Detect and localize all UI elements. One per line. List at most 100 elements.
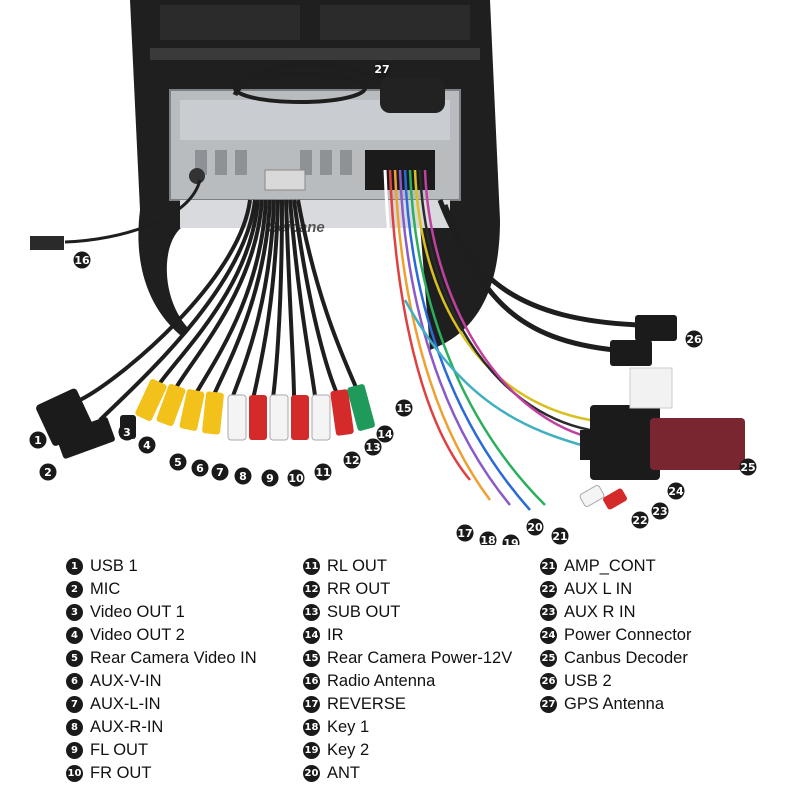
callout-18: 18 [479,531,497,545]
legend-label: AUX L IN [564,580,633,598]
legend-label: SUB OUT [327,603,401,621]
callout-23: 23 [651,502,669,520]
svg-text:10: 10 [288,472,304,485]
svg-text:14: 14 [377,428,393,441]
legend-number: 14 [303,627,320,644]
callout-24: 24 [667,482,685,500]
legend-number: 23 [540,604,557,621]
legend-item: 10 FR OUT [66,762,257,785]
svg-text:18: 18 [480,534,495,545]
legend-number: 24 [540,627,557,644]
callout-11: 11 [314,463,332,481]
svg-text:27: 27 [374,63,389,76]
legend-number: 6 [66,673,83,690]
callout-26: 26 [685,330,703,348]
svg-text:21: 21 [552,530,567,543]
legend-number: 15 [303,650,320,667]
legend-item: 22 AUX L IN [540,578,691,601]
legend-label: AMP_CONT [564,557,656,575]
legend-item: 24 Power Connector [540,624,691,647]
legend-item: 11 RL OUT [303,555,512,578]
legend-number: 26 [540,673,557,690]
legend-number: 21 [540,558,557,575]
legend-label: AUX-L-IN [90,695,161,713]
legend-label: AUX-R-IN [90,718,164,736]
callout-12: 12 [343,451,361,469]
legend-label: Video OUT 2 [90,626,185,644]
wire-harness [383,169,601,511]
legend-label: AUX-V-IN [90,672,162,690]
legend-label: RL OUT [327,557,387,575]
legend-label: Power Connector [564,626,692,644]
legend-item: 8 AUX-R-IN [66,716,257,739]
radio-antenna-cable [30,179,202,250]
svg-text:3: 3 [123,426,131,439]
legend-label: FR OUT [90,764,152,782]
svg-text:11: 11 [315,466,330,479]
legend-number: 18 [303,719,320,736]
svg-text:17: 17 [457,527,472,540]
legend-label: Radio Antenna [327,672,436,690]
wiring-diagram: Seicane [29,0,757,545]
legend-label: Video OUT 1 [90,603,185,621]
legend-label: MIC [90,580,121,598]
svg-text:5: 5 [174,456,182,469]
legend-label: IR [327,626,344,644]
callout-19: 19 [502,534,520,545]
svg-text:4: 4 [143,439,151,452]
legend-item: 13 SUB OUT [303,601,512,624]
legend-number: 19 [303,742,320,759]
callouts: 1 2 3 4 5 6 7 8 9 10 11 12 13 14 15 16 1… [29,60,757,545]
callout-1: 1 [29,431,47,449]
gps-antenna-module [232,61,445,113]
legend-number: 27 [540,696,557,713]
rca-plugs [135,379,375,441]
svg-text:16: 16 [74,254,90,267]
legend-label: AUX R IN [564,603,636,621]
usb2-cables [437,199,677,409]
legend-item: 14 IR [303,624,512,647]
svg-text:7: 7 [216,466,224,479]
legend-number: 4 [66,627,83,644]
legend-number: 8 [66,719,83,736]
svg-text:1: 1 [34,434,42,447]
legend-label: ANT [327,764,360,782]
callout-10: 10 [287,469,305,487]
callout-25: 25 [739,458,757,476]
aux-in-plugs [579,485,627,510]
legend-label: RR OUT [327,580,391,598]
legend-label: Rear Camera Video IN [90,649,257,667]
legend-number: 22 [540,581,557,598]
legend-number: 13 [303,604,320,621]
svg-text:12: 12 [344,454,359,467]
svg-text:6: 6 [196,462,204,475]
svg-text:8: 8 [239,470,247,483]
svg-text:2: 2 [44,466,52,479]
legend-column-3: 21 AMP_CONT 22 AUX L IN 23 AUX R IN 24 Power… [540,555,691,716]
legend-item: 4 Video OUT 2 [66,624,257,647]
callout-20: 20 [526,518,544,536]
svg-text:19: 19 [503,537,518,545]
callout-17: 17 [456,524,474,542]
legend-number: 9 [66,742,83,759]
legend-number: 11 [303,558,320,575]
svg-text:24: 24 [668,485,684,498]
legend-item: 23 AUX R IN [540,601,691,624]
callout-4: 4 [138,436,156,454]
svg-text:13: 13 [365,441,380,454]
legend-label: Canbus Decoder [564,649,688,667]
callout-3: 3 [118,423,136,441]
legend-number: 1 [66,558,83,575]
legend-number: 10 [66,765,83,782]
